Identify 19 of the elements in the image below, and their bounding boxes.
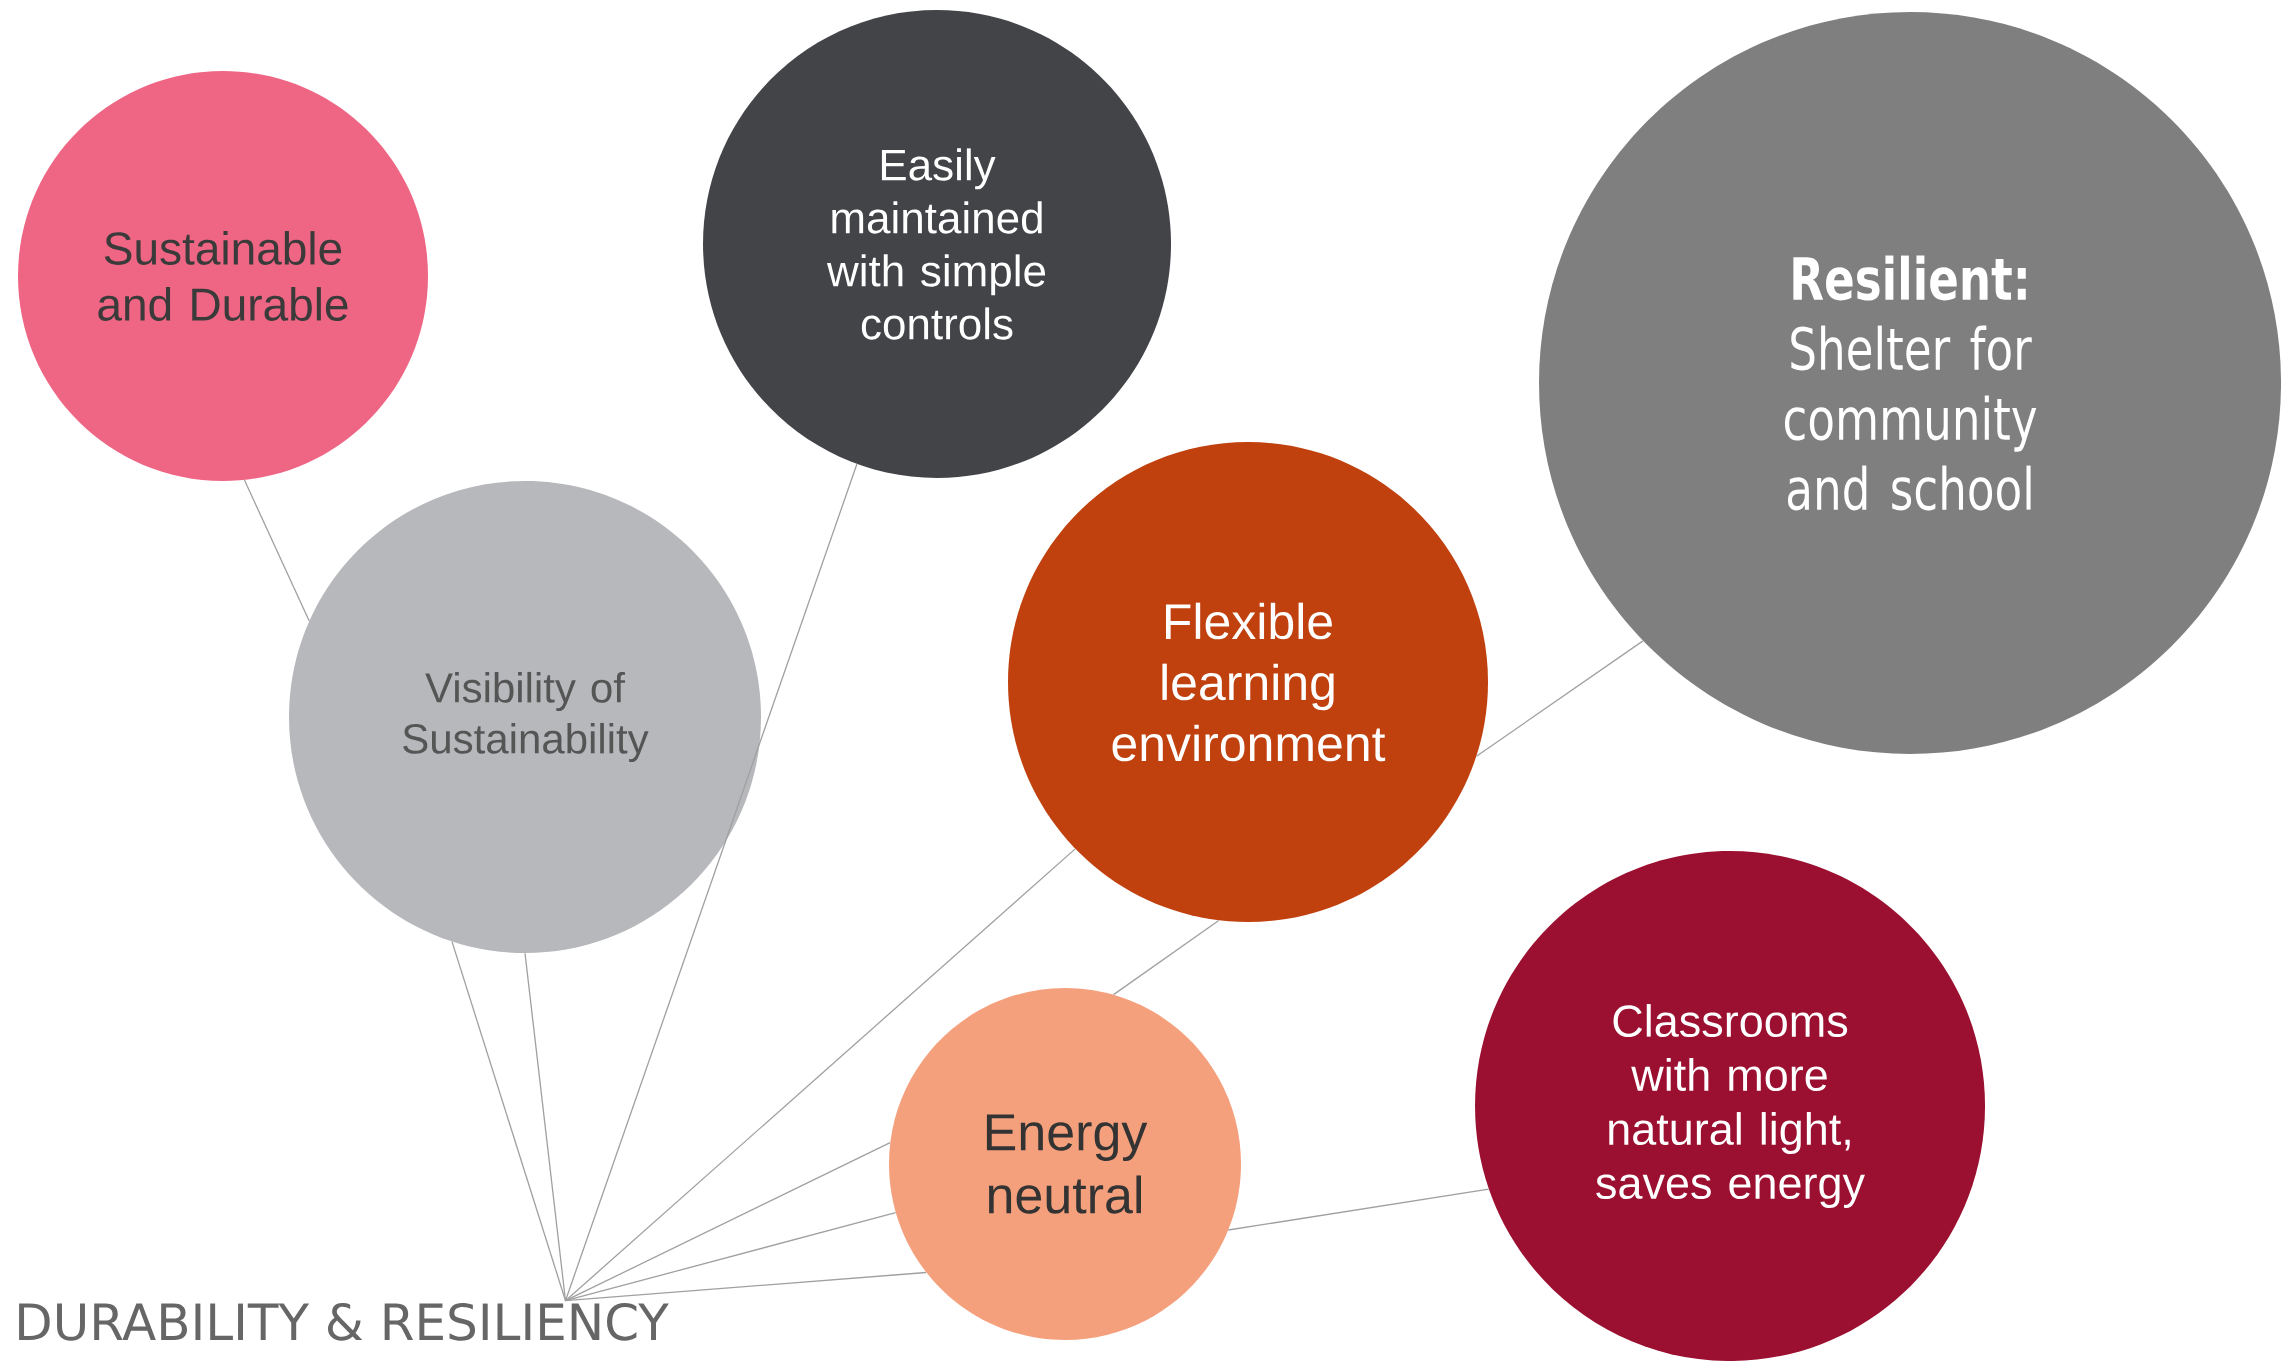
connector-line (564, 463, 858, 1302)
connector-line (564, 848, 1076, 1302)
circle-node: Flexible learning environment (1008, 442, 1488, 922)
connector-line (564, 1141, 891, 1302)
connector-line (451, 941, 567, 1302)
connector-line (564, 1211, 897, 1302)
circle-node: Classrooms with more natural light, saves energy (1475, 851, 1985, 1361)
connector-line (1475, 640, 1644, 757)
connector-line (1112, 919, 1220, 996)
connector-line (1227, 1188, 1490, 1231)
connector-line (524, 952, 567, 1302)
circle-node: Visibility of Sustainability (289, 481, 761, 953)
circle-node: Sustainable and Durable (18, 71, 428, 481)
circle-node: Easily maintained with simple controls (703, 10, 1171, 478)
circle-node: Resilient: Shelter for community and school (1539, 12, 2281, 754)
circle-node: Energy neutral (889, 988, 1241, 1340)
connector-line (564, 1271, 927, 1302)
heading: DURABILITY & RESILIENCY (19, 1302, 669, 1341)
connector-line (243, 479, 310, 622)
